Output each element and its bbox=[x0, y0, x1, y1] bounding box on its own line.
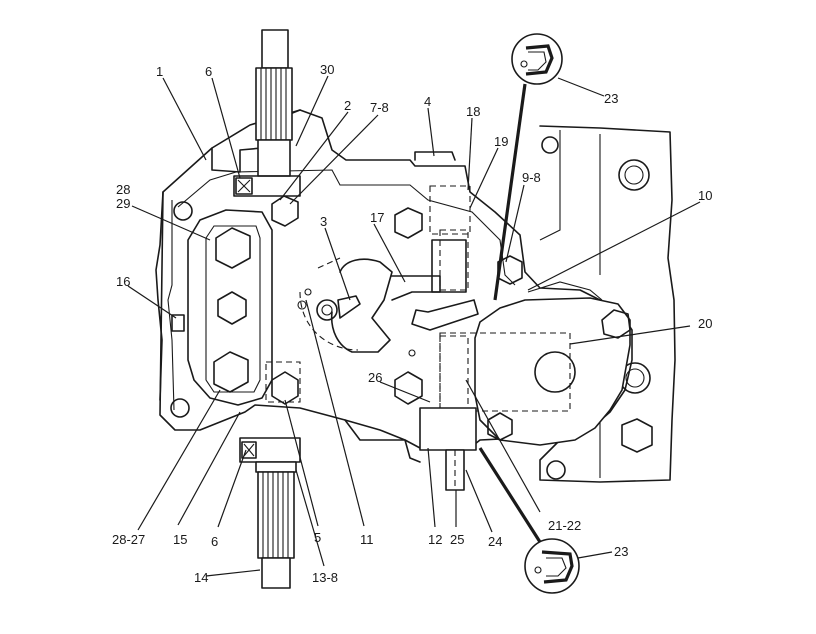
callout-28: 28 bbox=[116, 182, 130, 197]
mount-bolt-hole-top-inner bbox=[624, 165, 644, 185]
callout-15: 15 bbox=[173, 532, 187, 547]
callout-1: 1 bbox=[156, 64, 163, 79]
callout-28-27: 28-27 bbox=[112, 532, 145, 547]
cover-hidden-cavity bbox=[439, 332, 571, 412]
callout-labels: 1 6 30 2 7-8 4 18 19 9-8 10 23 28 29 3 1… bbox=[112, 62, 712, 585]
upper-shaft-end bbox=[261, 29, 289, 69]
callout-6-bottom: 6 bbox=[211, 534, 218, 549]
mount-hole-small-top bbox=[541, 136, 559, 154]
actuator-block bbox=[419, 407, 477, 451]
detail-circle-top bbox=[511, 33, 563, 85]
callout-19: 19 bbox=[494, 134, 508, 149]
callout-30: 30 bbox=[320, 62, 334, 77]
gear-chamber-inner bbox=[205, 225, 261, 393]
small-port-b bbox=[297, 300, 307, 310]
callout-13-8: 13-8 bbox=[312, 570, 338, 585]
hex-plug-26 bbox=[394, 371, 423, 405]
mount-hole-small-bottom bbox=[546, 460, 566, 480]
cover-seam bbox=[527, 281, 603, 301]
detail-pointer-bottom bbox=[478, 447, 542, 543]
top-bracket-4 bbox=[414, 151, 456, 161]
gear-hex-top bbox=[215, 227, 251, 269]
callout-10: 10 bbox=[698, 188, 712, 203]
rear-cover bbox=[474, 297, 631, 446]
servo-lever bbox=[337, 295, 361, 319]
callout-14: 14 bbox=[194, 570, 208, 585]
leader-lines bbox=[127, 75, 701, 577]
callout-11: 11 bbox=[360, 532, 374, 547]
servo-pivot-3 bbox=[316, 299, 338, 321]
callout-17: 17 bbox=[370, 210, 384, 225]
upper-spline-teeth bbox=[260, 68, 287, 140]
small-port-a bbox=[304, 288, 312, 296]
gear-hex-bottom bbox=[213, 351, 249, 393]
mount-hex-nut bbox=[621, 418, 653, 453]
control-spool-hidden bbox=[439, 229, 469, 291]
callout-21-22: 21-22 bbox=[548, 518, 581, 533]
servo-pivot-inner bbox=[321, 304, 333, 316]
control-valve-body bbox=[431, 239, 467, 293]
swash-plate-hidden bbox=[299, 257, 359, 351]
callout-18: 18 bbox=[466, 104, 480, 119]
left-end-plate-step bbox=[167, 200, 175, 411]
callout-20: 20 bbox=[698, 316, 712, 331]
small-port-c bbox=[408, 349, 416, 357]
callout-7-8: 7-8 bbox=[370, 100, 389, 115]
callout-4: 4 bbox=[424, 94, 431, 109]
upper-oil-seal-hatch bbox=[237, 179, 251, 193]
lower-oil-seal-6 bbox=[241, 441, 257, 459]
hex-plug-7-8 bbox=[271, 195, 299, 227]
hex-plug-13-8 bbox=[271, 371, 299, 405]
gear-hex-middle bbox=[217, 291, 247, 325]
callout-5: 5 bbox=[314, 530, 321, 545]
upper-shaft-collar bbox=[257, 139, 291, 177]
detail-circle-bottom bbox=[524, 538, 580, 594]
control-valve-hidden-top bbox=[429, 185, 471, 235]
lower-spline bbox=[257, 471, 295, 559]
valve-link-plate bbox=[411, 299, 479, 331]
cover-center-bore bbox=[534, 351, 576, 393]
end-plate-hole-bottom bbox=[170, 398, 190, 418]
hex-plug-lower bbox=[487, 412, 513, 441]
callout-16: 16 bbox=[116, 274, 130, 289]
callout-23-bottom: 23 bbox=[614, 544, 628, 559]
housing-outline bbox=[159, 109, 633, 449]
lower-shaft-end bbox=[261, 557, 291, 589]
callout-23-top: 23 bbox=[604, 91, 618, 106]
callout-24: 24 bbox=[488, 534, 502, 549]
mount-bolt-hole-bottom-inner bbox=[625, 368, 645, 388]
detail-pointer-top bbox=[493, 83, 527, 301]
callout-2: 2 bbox=[344, 98, 351, 113]
mount-bolt-hole-top bbox=[618, 159, 650, 191]
callout-9-8: 9-8 bbox=[522, 170, 541, 185]
callout-3: 3 bbox=[320, 214, 327, 229]
gear-chamber bbox=[187, 209, 273, 406]
lower-shaft-collar bbox=[255, 461, 297, 473]
left-end-plate bbox=[155, 191, 164, 401]
swash-plate-arc bbox=[330, 258, 393, 353]
adjust-screw-16 bbox=[171, 314, 185, 332]
callout-12: 12 bbox=[428, 532, 442, 547]
callout-25: 25 bbox=[450, 532, 464, 547]
upper-seal-housing bbox=[233, 175, 301, 197]
cover-hex-bolt bbox=[601, 309, 631, 339]
callout-26: 26 bbox=[368, 370, 382, 385]
mount-flange bbox=[539, 125, 676, 483]
upper-oil-seal-6 bbox=[235, 177, 253, 195]
lower-oil-seal-hatch bbox=[243, 443, 255, 457]
mount-flange-inner bbox=[539, 130, 601, 478]
callout-6-top: 6 bbox=[205, 64, 212, 79]
upper-spline bbox=[255, 67, 293, 141]
callout-29: 29 bbox=[116, 196, 130, 211]
lower-spool-hidden bbox=[439, 335, 469, 417]
lower-housing-foot bbox=[344, 419, 421, 463]
hex-plug-center bbox=[394, 207, 423, 239]
end-plate-hole-top bbox=[173, 201, 193, 221]
lower-spline-teeth bbox=[262, 472, 289, 558]
